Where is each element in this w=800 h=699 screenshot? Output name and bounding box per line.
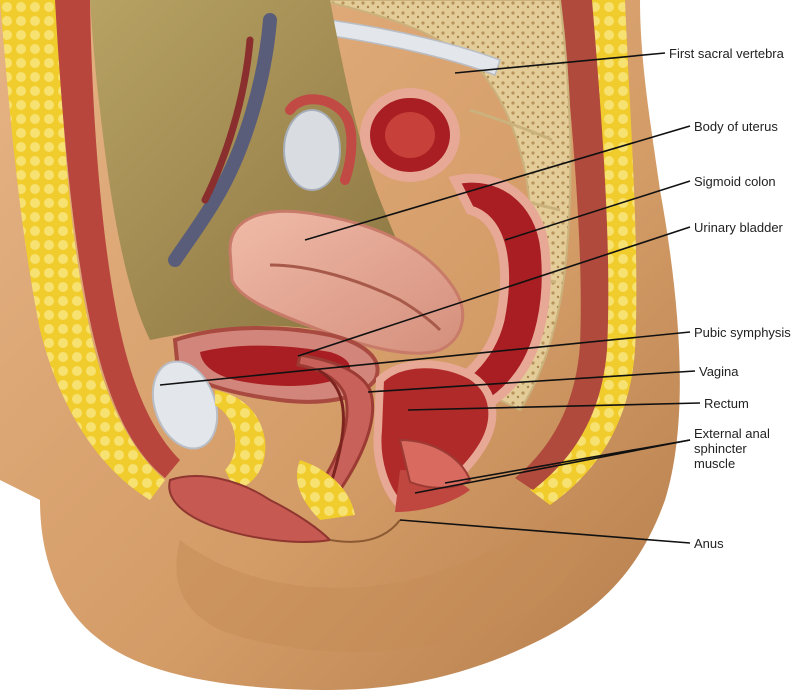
label-pubic-symphysis: Pubic symphysis — [694, 325, 791, 340]
label-anus: Anus — [694, 536, 724, 551]
leader-line-anus — [399, 519, 691, 544]
leader-line-vagina — [367, 370, 696, 393]
anterior-muscle-layer — [55, 0, 180, 478]
leader-line-urinary-bladder — [297, 226, 691, 357]
uterine-cavity — [269, 263, 442, 332]
perineal-skin-fold — [329, 519, 401, 543]
label-vagina: Vagina — [699, 364, 739, 379]
anterior-fat-layer — [0, 0, 165, 500]
leader-line-pubic-symphysis — [159, 331, 691, 386]
skin-shadow — [176, 500, 591, 652]
uterus — [228, 209, 465, 355]
leader-line-body-of-uterus — [304, 125, 691, 241]
intervertebral-disc — [324, 19, 501, 76]
ovary — [283, 109, 341, 191]
posterior-fat-layer — [530, 0, 637, 505]
label-body-of-uterus: Body of uterus — [694, 119, 778, 134]
label-rectum: Rectum — [704, 396, 749, 411]
labia — [168, 475, 333, 543]
label-external-anal-sphincter-muscle: External anal sphincter muscle — [694, 426, 770, 471]
leader-lines — [159, 52, 701, 544]
leader-line-rectum — [407, 402, 701, 411]
iliac-artery — [201, 36, 254, 204]
posterior-muscle-layer — [515, 0, 609, 490]
label-urinary-bladder: Urinary bladder — [694, 220, 783, 235]
sigmoid-colon-lumen — [385, 112, 435, 158]
iliac-vessels — [168, 13, 277, 267]
leader-line-sigmoid-colon — [504, 180, 691, 241]
leader-line-external-anal-sphincter-2 — [444, 439, 691, 484]
perineal-fat — [296, 460, 355, 520]
label-sigmoid-colon: Sigmoid colon — [694, 174, 776, 189]
label-first-sacral-vertebra: First sacral vertebra — [669, 46, 784, 61]
external-anal-sphincter — [398, 438, 472, 489]
leader-line-first-sacral-vertebra — [454, 52, 666, 74]
pubic-fat — [215, 390, 266, 490]
pubic-symphysis — [151, 360, 219, 450]
vaginal-lumen — [317, 368, 345, 481]
uterine-tube — [285, 94, 357, 185]
bladder-lumen — [200, 345, 350, 386]
